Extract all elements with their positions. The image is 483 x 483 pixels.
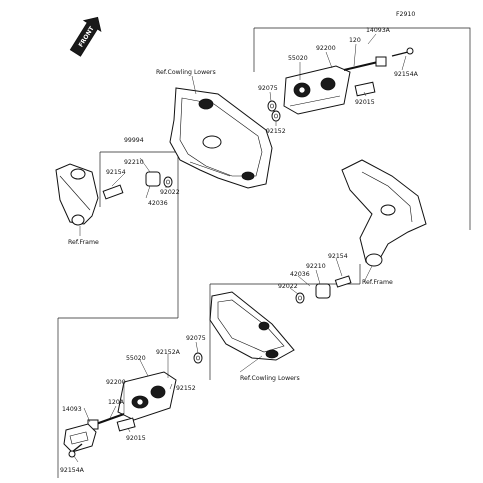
label-92210-upper: 92210 — [124, 159, 144, 166]
label-92022-upper: 92022 — [160, 189, 180, 196]
lower-slider-plate — [117, 371, 177, 421]
lower-cowling-bracket — [209, 291, 295, 361]
label-92152-upper: 92152 — [266, 128, 286, 135]
label-92152A-lower: 92152A — [156, 349, 181, 356]
label-92015-lower: 92015 — [126, 435, 146, 442]
label-14093A-upper: 14093A — [366, 27, 391, 34]
upper-bolt-92200 — [343, 56, 387, 71]
diagram-code: F2910 — [396, 11, 415, 18]
label-92210-lower: 92210 — [306, 263, 326, 270]
upper-screw-92154A — [391, 47, 414, 57]
lower-mount-hardware — [295, 275, 352, 304]
label-92154-lower: 92154 — [328, 253, 348, 260]
lower-leader-lines — [73, 257, 373, 463]
upper-mount-hardware — [102, 171, 173, 200]
label-ref-cowling-lower: Ref.Cowling Lowers — [240, 375, 300, 382]
label-120-upper: 120 — [349, 37, 361, 44]
front-arrow-icon: FRONT — [69, 16, 102, 57]
label-14093-lower: 14093 — [62, 406, 82, 413]
label-99994: 99994 — [124, 137, 144, 144]
label-42036-upper: 42036 — [148, 200, 168, 207]
lower-collar-92015 — [116, 417, 136, 432]
label-92022-lower: 92022 — [278, 283, 298, 290]
upper-washers — [267, 100, 281, 122]
upper-slider-plate — [283, 65, 351, 115]
label-92154A-lower: 92154A — [60, 467, 85, 474]
upper-leader-lines — [79, 33, 407, 236]
label-92075-lower: 92075 — [186, 335, 206, 342]
label-55020-lower: 55020 — [126, 355, 146, 362]
label-55020-upper: 55020 — [288, 55, 308, 62]
label-92154-upper: 92154 — [106, 169, 126, 176]
label-ref-cowling-upper: Ref.Cowling Lowers — [156, 69, 216, 76]
upper-frame-lines — [57, 27, 471, 478]
label-92200-upper: 92200 — [316, 45, 336, 52]
label-92015-upper: 92015 — [355, 99, 375, 106]
label-92200-lower: 92200 — [106, 379, 126, 386]
label-92152-lower: 92152 — [176, 385, 196, 392]
right-frame — [341, 159, 427, 267]
label-ref-frame-lower: Ref.Frame — [362, 279, 393, 286]
upper-frame-bracket — [55, 163, 99, 226]
label-120A-lower: 120A — [108, 399, 125, 406]
upper-cowling-bracket — [169, 87, 273, 189]
lower-cover-14093 — [63, 423, 97, 453]
lower-frame-lines — [209, 264, 361, 380]
label-92075-upper: 92075 — [258, 85, 278, 92]
lower-screw-92154A — [68, 443, 83, 458]
upper-collar-92015 — [354, 81, 376, 97]
label-ref-frame-upper: Ref.Frame — [68, 239, 99, 246]
label-92154A-upper: 92154A — [394, 71, 419, 78]
label-42036-lower: 42036 — [290, 271, 310, 278]
